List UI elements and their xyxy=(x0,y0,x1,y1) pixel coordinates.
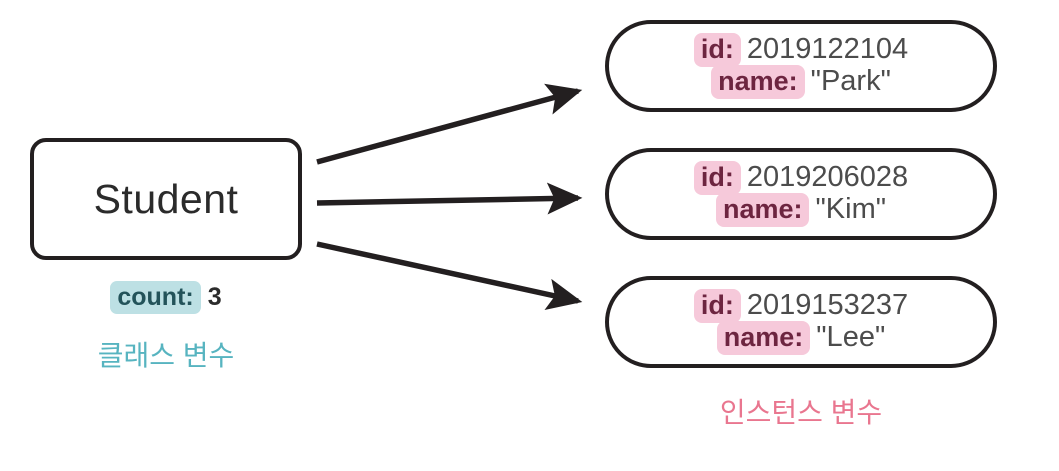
instance-1-id-line: id:2019122104 xyxy=(609,33,993,67)
instance-1-id-key: id: xyxy=(693,33,741,67)
class-variable-value: 3 xyxy=(207,283,222,311)
instance-3-name-value: "Lee" xyxy=(816,321,886,354)
instance-1-name-value: "Park" xyxy=(810,65,891,98)
instance-1-name-key: name: xyxy=(711,65,805,100)
instance-3-id-key: id: xyxy=(693,289,741,323)
arrow-to-instance-2 xyxy=(316,182,583,215)
class-name-label: Student xyxy=(93,175,239,222)
instance-2-name-value: "Kim" xyxy=(815,193,887,226)
instance-3-id-value: 2019153237 xyxy=(746,289,909,321)
class-variable-key: count: xyxy=(110,281,201,314)
instance-2-id-key: id: xyxy=(693,161,741,195)
instance-node-2: id:2019206028 name:"Kim" xyxy=(605,148,997,240)
class-variable-row: count:3 xyxy=(30,281,302,314)
instance-1-id-value: 2019122104 xyxy=(746,33,909,65)
arrow-to-instance-3 xyxy=(316,241,583,311)
instance-2-name-line: name:"Kim" xyxy=(609,193,993,228)
instance-node-3: id:2019153237 name:"Lee" xyxy=(605,276,997,368)
class-node-student: Student xyxy=(30,138,302,260)
instance-2-name-key: name: xyxy=(715,193,810,228)
instance-3-name-key: name: xyxy=(716,321,811,356)
instance-3-name-line: name:"Lee" xyxy=(609,321,993,356)
class-variable-caption: 클래스 변수 xyxy=(97,340,235,371)
instance-node-1: id:2019122104 name:"Park" xyxy=(605,20,997,112)
instance-1-name-line: name:"Park" xyxy=(609,65,993,100)
instance-2-id-line: id:2019206028 xyxy=(609,161,993,195)
instance-variable-caption: 인스턴스 변수 xyxy=(719,397,883,428)
instance-3-id-line: id:2019153237 xyxy=(609,289,993,323)
arrow-to-instance-1 xyxy=(316,83,583,165)
instance-2-id-value: 2019206028 xyxy=(746,161,909,193)
